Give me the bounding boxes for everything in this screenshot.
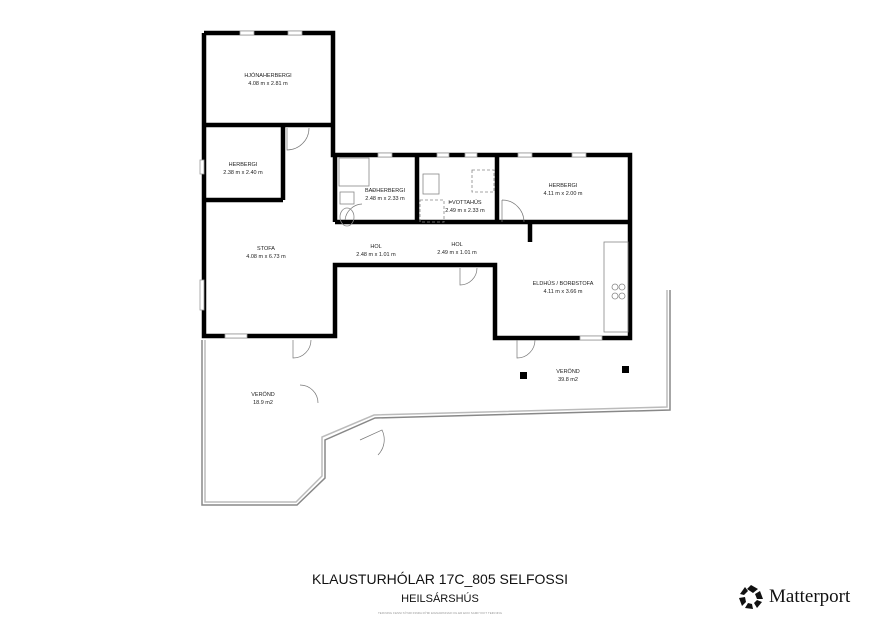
svg-text:VERÖND: VERÖND: [251, 391, 275, 398]
matterport-logo-icon: [739, 585, 763, 609]
svg-text:ELDHÚS / BORÐSTOFA: ELDHÚS / BORÐSTOFA: [533, 280, 594, 287]
windows: [199, 30, 603, 341]
room-label-herbergi-1: HERBERGI 2.38 m x 2.40 m: [223, 162, 263, 176]
room-label-herbergi-2: HERBERGI 4.11 m x 2.00 m: [543, 183, 582, 197]
disclaimer: TEIKNING ÞESSI SÝNIR INNRA RÝMI EIGNARIN…: [377, 611, 503, 615]
svg-text:HOL: HOL: [451, 242, 462, 248]
room-label-hol-2: HOL 2.49 m x 1.01 m: [437, 242, 477, 256]
svg-text:4.11 m x 2.00 m: 4.11 m x 2.00 m: [543, 191, 582, 197]
terrace-outlines: [201, 290, 671, 506]
svg-text:18.9 m2: 18.9 m2: [253, 400, 273, 406]
fixtures: [338, 157, 629, 333]
svg-text:2.49 m x 1.01 m: 2.49 m x 1.01 m: [437, 250, 477, 256]
room-label-hol-1: HOL 2.48 m x 1.01 m: [356, 244, 396, 258]
svg-text:4.08 m x 6.73 m: 4.08 m x 6.73 m: [246, 254, 286, 260]
matterport-logo: Matterport: [738, 584, 850, 610]
svg-text:2.48 m x 1.01 m: 2.48 m x 1.01 m: [356, 252, 396, 258]
svg-text:4.08 m x 2.81 m: 4.08 m x 2.81 m: [248, 81, 288, 87]
svg-text:4.11 m x 3.66 m: 4.11 m x 3.66 m: [543, 289, 582, 295]
svg-text:2.38 m x 2.40 m: 2.38 m x 2.40 m: [223, 170, 263, 176]
svg-text:HERBERGI: HERBERGI: [549, 183, 578, 189]
svg-text:2.48 m x 2.33 m: 2.48 m x 2.33 m: [365, 196, 405, 202]
room-label-badherbergi: BAÐHERBERGI 2.48 m x 2.33 m: [365, 188, 406, 202]
room-label-eldhus: ELDHÚS / BORÐSTOFA 4.11 m x 3.66 m: [533, 280, 594, 295]
room-label-verond-2: VERÖND 39.8 m2: [556, 368, 580, 383]
walls: [201, 30, 633, 341]
svg-text:STOFA: STOFA: [257, 246, 275, 252]
svg-text:2.49 m x 2.33 m: 2.49 m x 2.33 m: [445, 208, 485, 214]
room-label-hjonaherbergi: HJÓNAHERBERGI 4.08 m x 2.81 m: [244, 72, 292, 87]
plan-title: KLAUSTURHÓLAR 17C_805 SELFOSSI: [312, 571, 568, 587]
svg-text:ÞVOTTAHÚS: ÞVOTTAHÚS: [448, 199, 482, 206]
room-label-stofa: STOFA 4.08 m x 6.73 m: [246, 246, 286, 260]
svg-text:HERBERGI: HERBERGI: [229, 162, 258, 168]
room-label-thvottahus: ÞVOTTAHÚS 2.49 m x 2.33 m: [445, 199, 485, 214]
svg-text:VERÖND: VERÖND: [556, 368, 580, 375]
svg-text:HOL: HOL: [370, 244, 381, 250]
matterport-logo-text: Matterport: [769, 586, 851, 607]
post: [520, 372, 527, 379]
svg-text:39.8 m2: 39.8 m2: [558, 377, 578, 383]
plan-subtitle: HEILSÁRSHÚS: [401, 593, 479, 605]
svg-text:HJÓNAHERBERGI: HJÓNAHERBERGI: [244, 72, 292, 79]
post: [622, 366, 629, 373]
room-label-verond-1: VERÖND 18.9 m2: [251, 391, 275, 406]
svg-text:BAÐHERBERGI: BAÐHERBERGI: [365, 188, 406, 194]
